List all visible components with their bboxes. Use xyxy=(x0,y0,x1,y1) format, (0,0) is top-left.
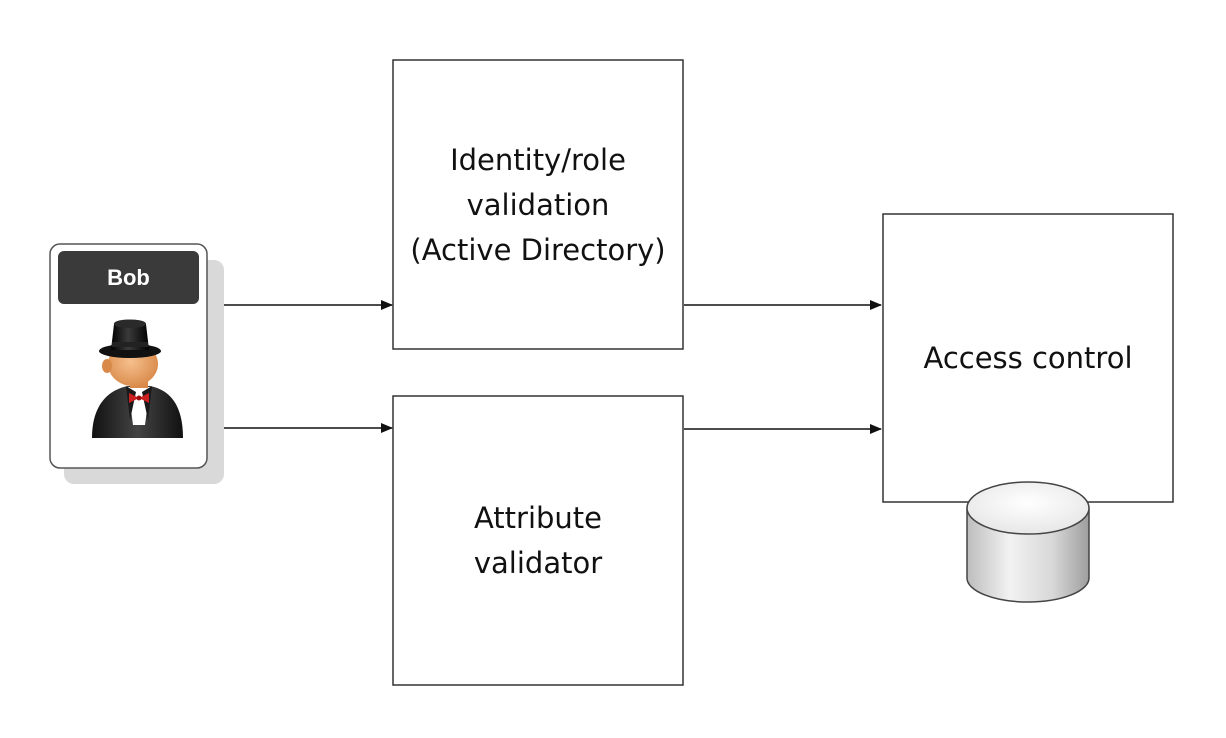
identity-validation-box: Identity/role validation (Active Directo… xyxy=(392,59,684,350)
access-control-box: Access control xyxy=(882,213,1174,503)
attribute-validator-box: Attribute validator xyxy=(392,395,684,686)
user-name-badge xyxy=(58,251,199,304)
identity-box-line-1: Identity/role xyxy=(450,143,626,177)
database-icon xyxy=(966,481,1090,603)
connector-arrows xyxy=(224,300,882,434)
identity-box-line-3: (Active Directory) xyxy=(410,233,665,267)
attribute-box-line-2: validator xyxy=(474,546,602,580)
user-name-label: Bob xyxy=(107,265,150,290)
identity-box-line-2: validation xyxy=(467,188,610,222)
top-hat-user-icon xyxy=(92,319,183,438)
user-card: Bob xyxy=(49,243,224,484)
attribute-box-line-1: Attribute xyxy=(474,501,602,535)
access-box-line-1: Access control xyxy=(923,341,1132,375)
